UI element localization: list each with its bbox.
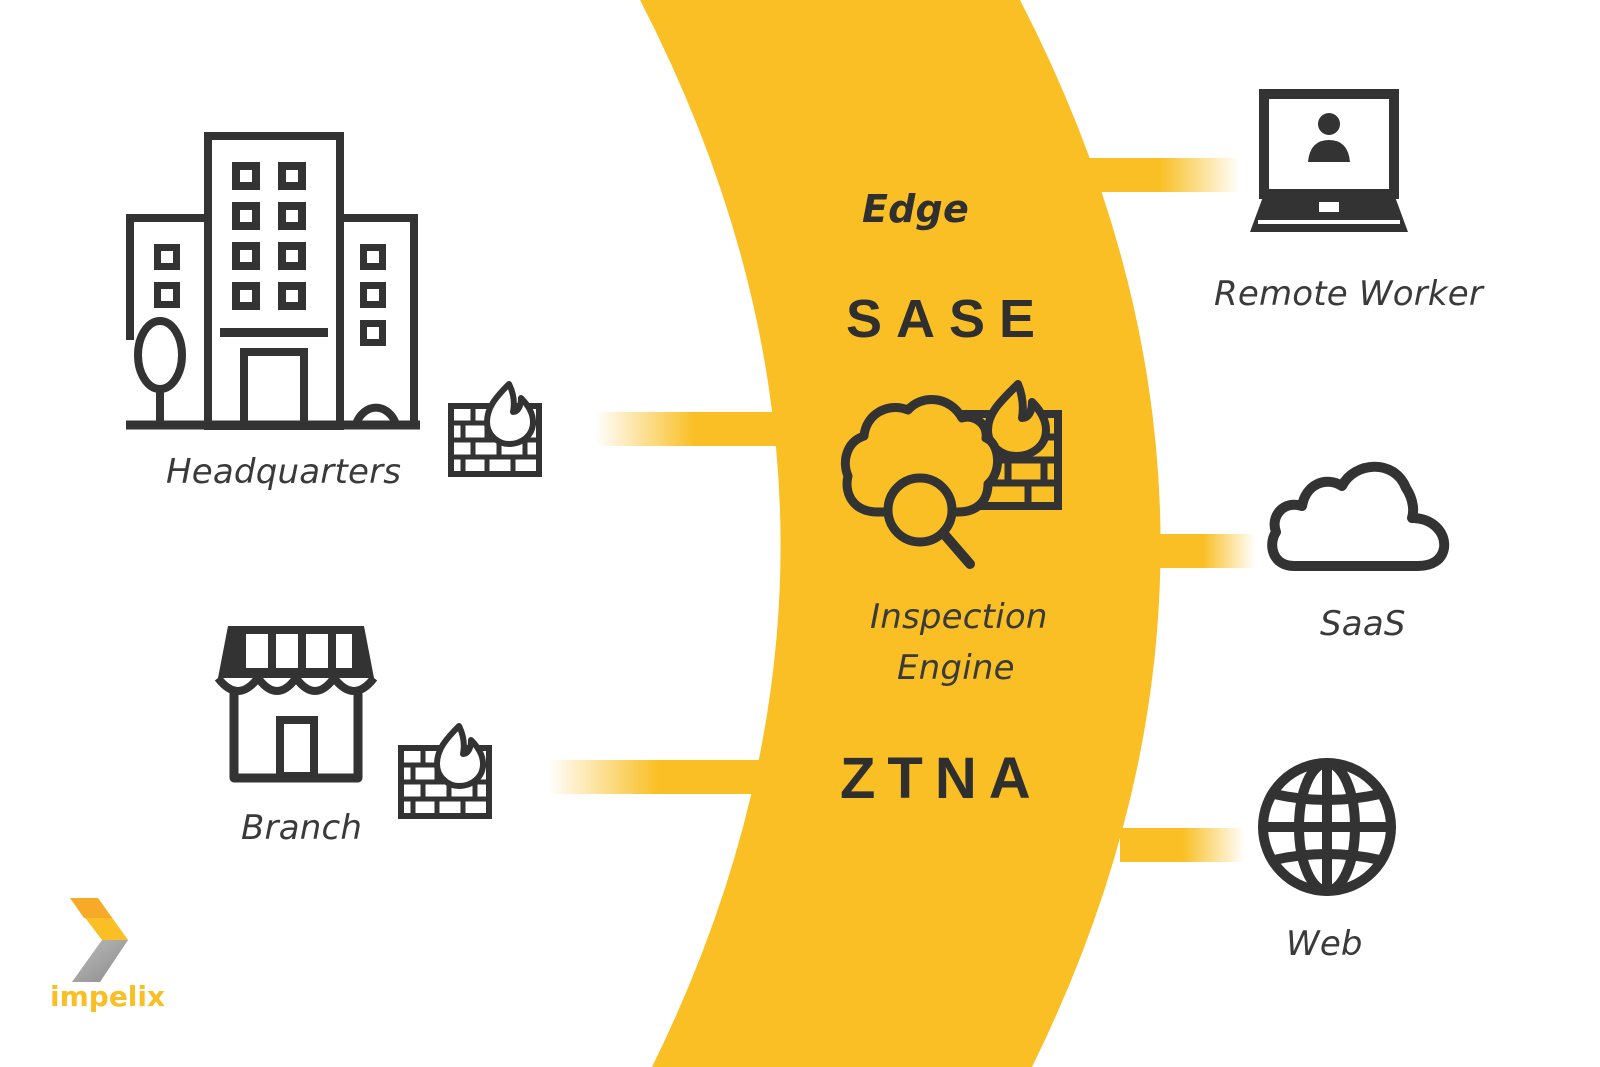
- globe-icon: [1258, 758, 1396, 896]
- inspection-engine-label-line1: Inspection: [870, 597, 1048, 637]
- connector-branch: [548, 760, 768, 794]
- impelix-brand-text: impelix: [50, 980, 166, 1013]
- cloud-icon: [1267, 461, 1450, 571]
- laptop-user-icon: [1250, 89, 1408, 232]
- headquarters-label: Headquarters: [166, 452, 402, 492]
- remote-worker-label: Remote Worker: [1214, 274, 1484, 314]
- firewall-icon: [448, 381, 542, 477]
- storefront-icon: [214, 626, 378, 783]
- connector-headquarters: [595, 412, 795, 446]
- branch-label: Branch: [241, 808, 363, 848]
- saas-label: SaaS: [1320, 604, 1406, 644]
- edge-label: Edge: [862, 187, 969, 231]
- sase-label: SASE: [846, 289, 1050, 349]
- office-building-icon: [126, 132, 420, 430]
- connector-saas: [1150, 534, 1255, 568]
- connector-web: [1120, 828, 1245, 862]
- firewall-icon: [398, 723, 492, 819]
- connector-remote-worker: [1080, 158, 1240, 192]
- ztna-label: ZTNA: [840, 746, 1043, 811]
- inspection-engine-label-line2: Engine: [897, 648, 1015, 688]
- impelix-chevron-logo-icon: [70, 898, 128, 982]
- cloud-magnifier-firewall-icon: [840, 380, 1062, 569]
- web-label: Web: [1286, 924, 1363, 964]
